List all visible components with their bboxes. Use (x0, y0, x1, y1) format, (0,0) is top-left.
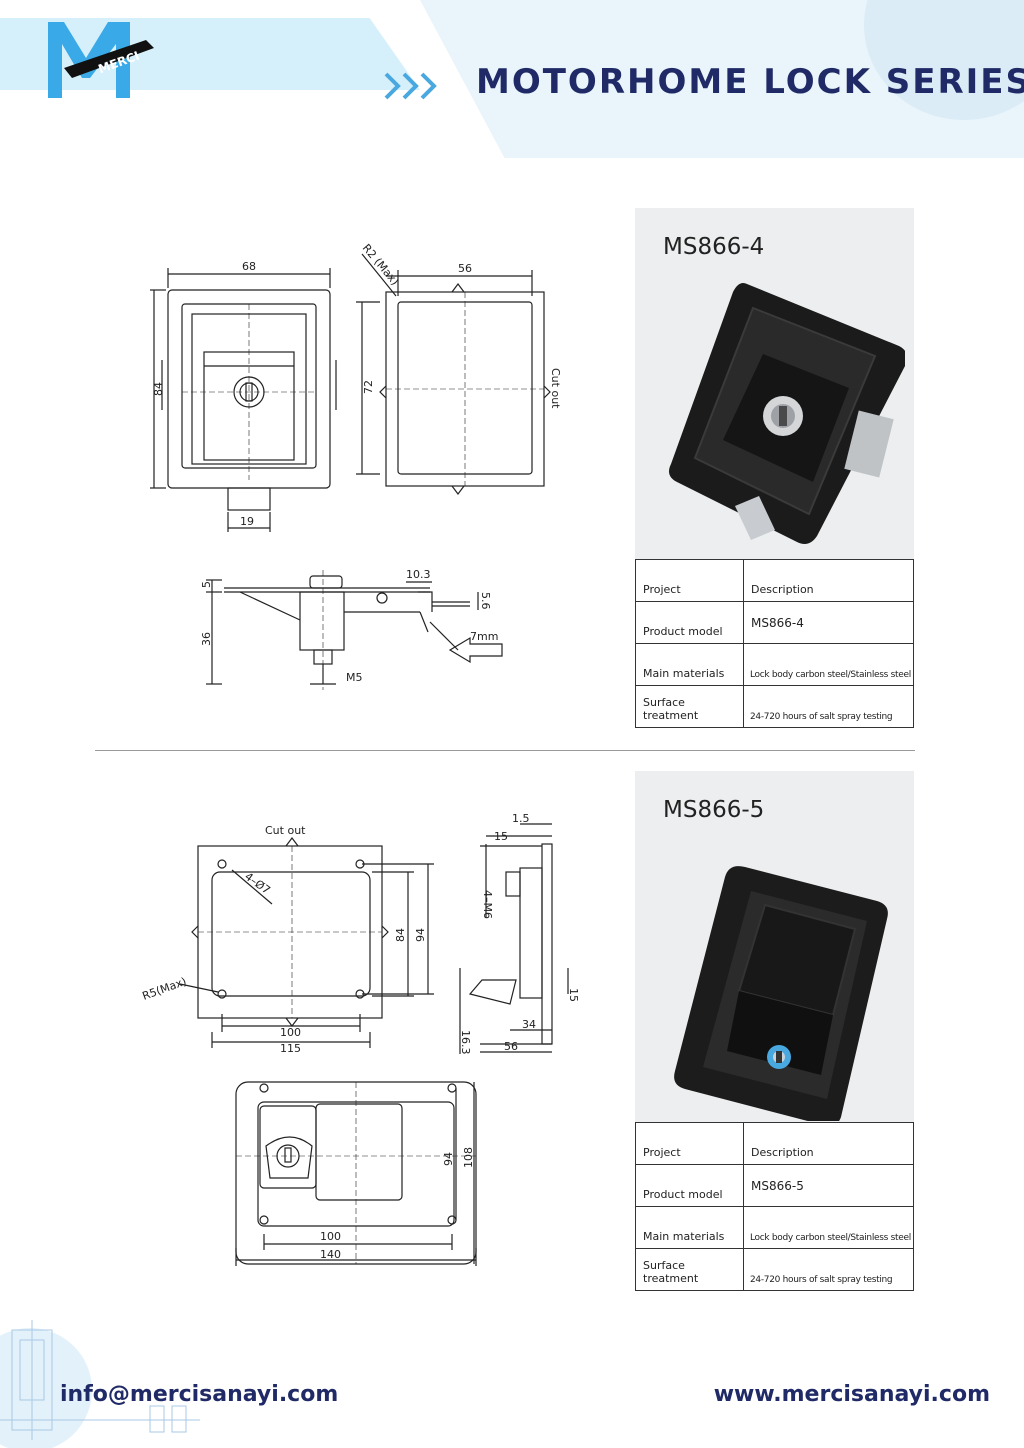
label-cutout: Cut out (549, 368, 562, 409)
header-band (0, 0, 1024, 160)
table-header-project: Project (635, 1122, 744, 1165)
table-header-description: Description (743, 1122, 914, 1165)
product-title: MS866-5 (663, 797, 765, 823)
chevron-arrows-icon (384, 72, 437, 100)
dim-side-top: 5 (200, 581, 213, 588)
dim-front-inner-height: 94 (442, 1152, 455, 1166)
row-value-product-model: MS866-4 (743, 601, 914, 644)
dim-outer-height: 94 (414, 928, 427, 942)
dim-inner-width: 100 (280, 1026, 301, 1039)
merci-logo: MERCI (48, 22, 154, 98)
dim-front-inner-width: 100 (320, 1230, 341, 1243)
row-value-main-materials: Lock body carbon steel/Stainless steel (743, 643, 914, 686)
product-title: MS866-4 (663, 234, 765, 260)
row-label-main-materials: Main materials (635, 1206, 744, 1249)
dim-side-f: 16.3 (459, 1030, 472, 1055)
dim-thickness: 7mm (470, 630, 498, 643)
dim-side-small: 5.6 (479, 592, 492, 610)
dim-bottom: 19 (240, 515, 254, 528)
row-label-main-materials: Main materials (635, 643, 744, 686)
ms866-4-technical-drawing: 68 84 19 56 72 R2 (Max) Cut out 5 36 10.… (150, 242, 562, 690)
dim-side-e: 56 (504, 1040, 518, 1053)
ms866-5-technical-drawing: Cut out 4–Ø7 R5(Max) 84 94 100 115 1.5 1… (141, 812, 580, 1266)
dim-cutout-width: 56 (458, 262, 472, 275)
spec-table-ms866-5: Project Description Product model MS866-… (635, 1122, 914, 1291)
row-label-product-model: Product model (635, 601, 744, 644)
dim-side-c: 15 (567, 988, 580, 1002)
dim-front-outer-height: 108 (462, 1147, 475, 1168)
footer-website-link[interactable]: www.mercisanayi.com (713, 1382, 990, 1407)
row-value-surface-treatment: 24-720 hours of salt spray testing (743, 1248, 914, 1291)
page-title: MOTORHOME LOCK SERIES (476, 62, 1024, 102)
dim-front-outer-width: 140 (320, 1248, 341, 1261)
table-header-description: Description (743, 559, 914, 602)
lock-ms866-4-photo (669, 283, 905, 544)
dim-outer-width: 115 (280, 1042, 301, 1055)
label-cutout: Cut out (265, 824, 306, 837)
product-card-ms866-4: MS866-4 (635, 208, 914, 559)
row-value-product-model: MS866-5 (743, 1164, 914, 1207)
dim-radius: R5(Max) (141, 975, 189, 1003)
footer-decor-drawing (0, 1320, 200, 1448)
dim-width: 68 (242, 260, 256, 273)
dim-height: 84 (152, 382, 165, 396)
dim-cutout-height: 72 (362, 380, 375, 394)
product-card-ms866-5: MS866-5 (635, 771, 914, 1122)
row-label-product-model: Product model (635, 1164, 744, 1207)
dim-side-d: 34 (522, 1018, 536, 1031)
footer-email-link[interactable]: info@mercisanayi.com (60, 1382, 339, 1407)
dim-holes: 4–Ø7 (242, 870, 272, 897)
row-value-main-materials: Lock body carbon steel/Stainless steel (743, 1206, 914, 1249)
spec-table-ms866-4: Project Description Product model MS866-… (635, 559, 914, 728)
row-value-surface-treatment: 24-720 hours of salt spray testing (743, 685, 914, 728)
row-label-surface-treatment: Surface treatment (635, 1248, 744, 1291)
dim-side-a: 1.5 (512, 812, 530, 825)
row-label-surface-treatment: Surface treatment (635, 685, 744, 728)
dim-side-b: 15 (494, 830, 508, 843)
dim-inner-height: 84 (394, 928, 407, 942)
dim-thread: M5 (346, 671, 363, 684)
dim-side-offset: 10.3 (406, 568, 431, 581)
dim-radius: R2 (Max) (360, 242, 402, 288)
lock-ms866-5-photo (674, 866, 888, 1121)
section-divider (95, 750, 915, 751)
table-header-project: Project (635, 559, 744, 602)
dim-side-height: 36 (200, 632, 213, 646)
dim-side-thread: 4–M6 (481, 890, 494, 919)
